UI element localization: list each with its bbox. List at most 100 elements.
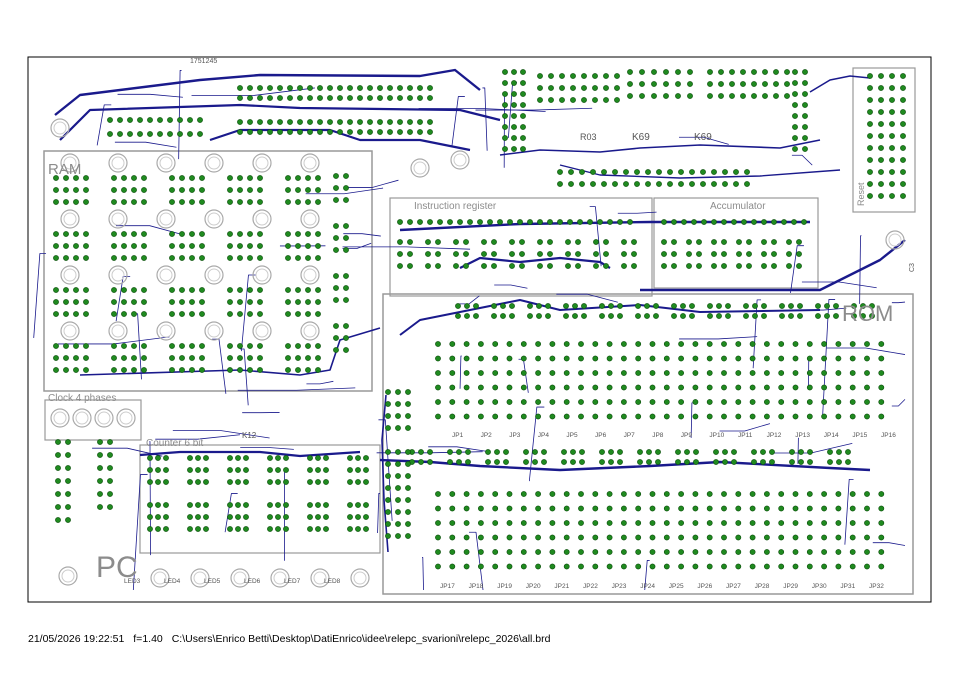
pad: [83, 367, 89, 373]
pad: [506, 491, 513, 497]
pad: [786, 251, 792, 257]
pad: [735, 399, 742, 405]
pad: [792, 491, 799, 497]
pad: [592, 549, 599, 555]
r03-label: R03: [580, 132, 597, 142]
pad: [53, 355, 59, 361]
pad: [343, 223, 349, 229]
trace: [178, 70, 182, 160]
pad: [671, 219, 677, 225]
pad: [722, 181, 728, 187]
reset-frame: [852, 67, 916, 213]
pad: [864, 399, 870, 405]
pad: [449, 341, 456, 347]
trace: [115, 276, 131, 322]
pad: [718, 69, 724, 75]
pad: [237, 255, 243, 261]
pad: [563, 520, 570, 526]
pad: [111, 367, 117, 373]
pad: [691, 219, 697, 225]
pad: [667, 181, 673, 187]
pad: [305, 199, 311, 205]
pad: [680, 313, 686, 319]
pad: [199, 287, 205, 293]
pad: [689, 313, 695, 319]
pad: [751, 219, 757, 225]
pad: [315, 502, 321, 508]
pad: [257, 367, 263, 373]
pad: [347, 502, 353, 508]
pad: [167, 117, 173, 123]
pad: [83, 299, 89, 305]
pad: [407, 129, 413, 135]
pad: [363, 502, 369, 508]
pad: [764, 534, 770, 541]
pad: [549, 399, 556, 405]
pad: [307, 526, 313, 532]
pad: [285, 355, 291, 361]
pad: [761, 313, 767, 319]
pad: [746, 239, 752, 245]
pad: [502, 113, 508, 119]
trace: [459, 256, 611, 269]
pad: [889, 193, 895, 199]
pad: [203, 455, 209, 461]
pad: [131, 355, 137, 361]
pad: [509, 251, 515, 257]
pad: [599, 449, 605, 455]
pad: [627, 69, 633, 75]
pad: [663, 534, 670, 541]
pad: [614, 85, 620, 91]
pad: [315, 255, 321, 261]
pad: [686, 251, 692, 257]
trace: [345, 179, 399, 188]
pad: [449, 355, 456, 362]
pad: [147, 526, 153, 532]
pad: [73, 299, 79, 305]
relay-ring: [270, 568, 290, 588]
pad: [649, 491, 656, 497]
pad: [343, 235, 349, 241]
pad: [592, 370, 599, 376]
pad: [749, 505, 756, 512]
pad: [878, 491, 885, 497]
pad: [851, 303, 857, 309]
pad: [686, 239, 692, 245]
pad: [502, 69, 508, 75]
pad: [317, 85, 323, 91]
pad: [689, 181, 695, 187]
pad: [53, 231, 59, 237]
pad: [464, 303, 470, 309]
jumper-label-top: JP1: [452, 432, 464, 439]
pad: [203, 514, 209, 520]
pad: [477, 491, 484, 497]
pad: [752, 313, 758, 319]
pad: [405, 473, 411, 479]
pad: [511, 91, 517, 97]
pad: [520, 505, 527, 512]
pad: [492, 563, 499, 570]
trace: [791, 154, 813, 166]
pad: [141, 367, 147, 373]
pad: [502, 135, 508, 141]
pad: [867, 193, 873, 199]
pad: [83, 243, 89, 249]
pad: [797, 303, 803, 309]
pad: [395, 521, 401, 527]
pad: [267, 514, 273, 520]
pad: [199, 343, 205, 349]
pad: [778, 534, 785, 541]
pad: [227, 255, 233, 261]
relay-ring-inner: [159, 324, 173, 338]
jumper-label-top: JP12: [767, 432, 782, 439]
pad: [417, 85, 423, 91]
pad: [347, 455, 353, 461]
pad: [646, 449, 652, 455]
pad: [55, 504, 61, 510]
pad: [227, 355, 233, 361]
pad: [581, 97, 587, 103]
pad: [73, 287, 79, 293]
pad: [169, 299, 175, 305]
led-label: LED7: [284, 578, 301, 585]
